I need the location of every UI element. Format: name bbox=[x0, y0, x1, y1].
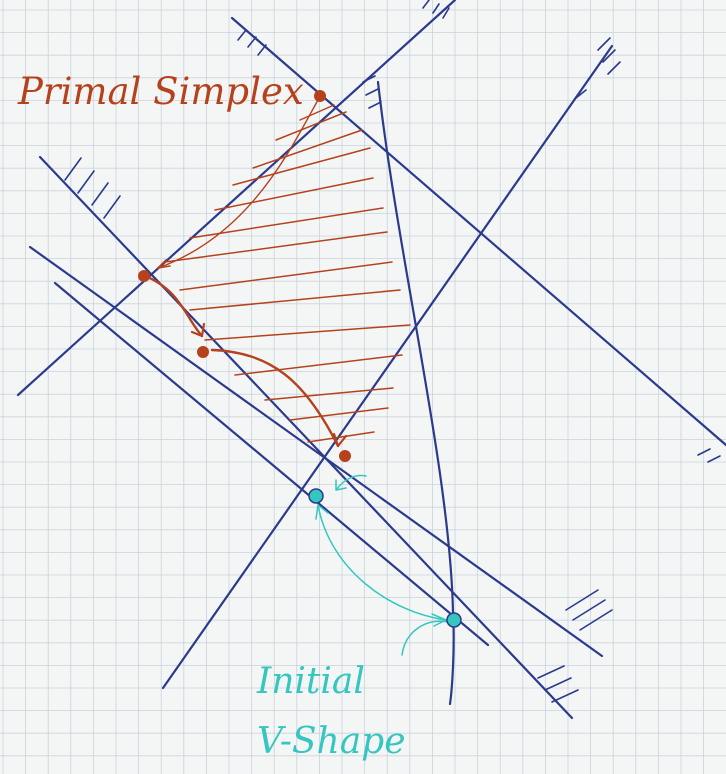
initial-vertices bbox=[308, 488, 462, 628]
primal-arrow-2 bbox=[143, 274, 204, 338]
constraint-line-4 bbox=[28, 245, 604, 658]
primal-vertex-1 bbox=[314, 90, 326, 102]
initial-label: Initial bbox=[256, 661, 365, 702]
initial-vertex-2 bbox=[446, 612, 462, 628]
hatch-right-edge bbox=[697, 448, 721, 463]
constraint-line-2 bbox=[230, 16, 726, 447]
hatch-center bbox=[362, 75, 382, 109]
hatch-lower-right bbox=[565, 589, 613, 631]
primal-vertex-2 bbox=[138, 270, 150, 282]
constraint-line-5 bbox=[53, 281, 490, 647]
constraint-line-6 bbox=[376, 80, 455, 706]
primal-arrow-2-head bbox=[190, 322, 206, 338]
constraint-lines bbox=[16, 0, 726, 720]
initial-vshape-arrows bbox=[315, 474, 449, 656]
hatch-mid-right bbox=[575, 89, 587, 99]
initial-arrow bbox=[317, 504, 447, 621]
primal-arrow-1-head bbox=[157, 259, 171, 269]
constraint-line-3 bbox=[38, 155, 574, 720]
hatch-upper-right bbox=[597, 37, 621, 75]
primal-arrow-1 bbox=[157, 99, 319, 269]
feasible-region-hatching bbox=[164, 104, 411, 443]
label-pointer bbox=[401, 620, 449, 656]
primal-arrow-3-head bbox=[332, 432, 348, 448]
hatch-left bbox=[64, 157, 121, 219]
hatch-top bbox=[422, 0, 450, 19]
initial-vertex-1 bbox=[308, 488, 324, 504]
primal-simplex-path bbox=[143, 99, 348, 448]
primal-arrow-3 bbox=[210, 348, 340, 448]
primal-simplex-label: Primal Simplex bbox=[17, 70, 304, 113]
hatching-marks bbox=[64, 0, 721, 703]
hatch-top-left bbox=[237, 29, 267, 56]
primal-vertex-3 bbox=[197, 346, 209, 358]
initial-arrow-head-a bbox=[315, 504, 329, 520]
vshape-label: V-Shape bbox=[257, 721, 406, 762]
small-arrow-near-vertex bbox=[335, 474, 367, 491]
constraint-line-7 bbox=[161, 44, 614, 690]
hatch-bottom bbox=[537, 665, 579, 703]
primal-vertices bbox=[138, 90, 351, 462]
primal-vertex-4 bbox=[339, 450, 351, 462]
constraint-line-1 bbox=[16, 0, 457, 397]
